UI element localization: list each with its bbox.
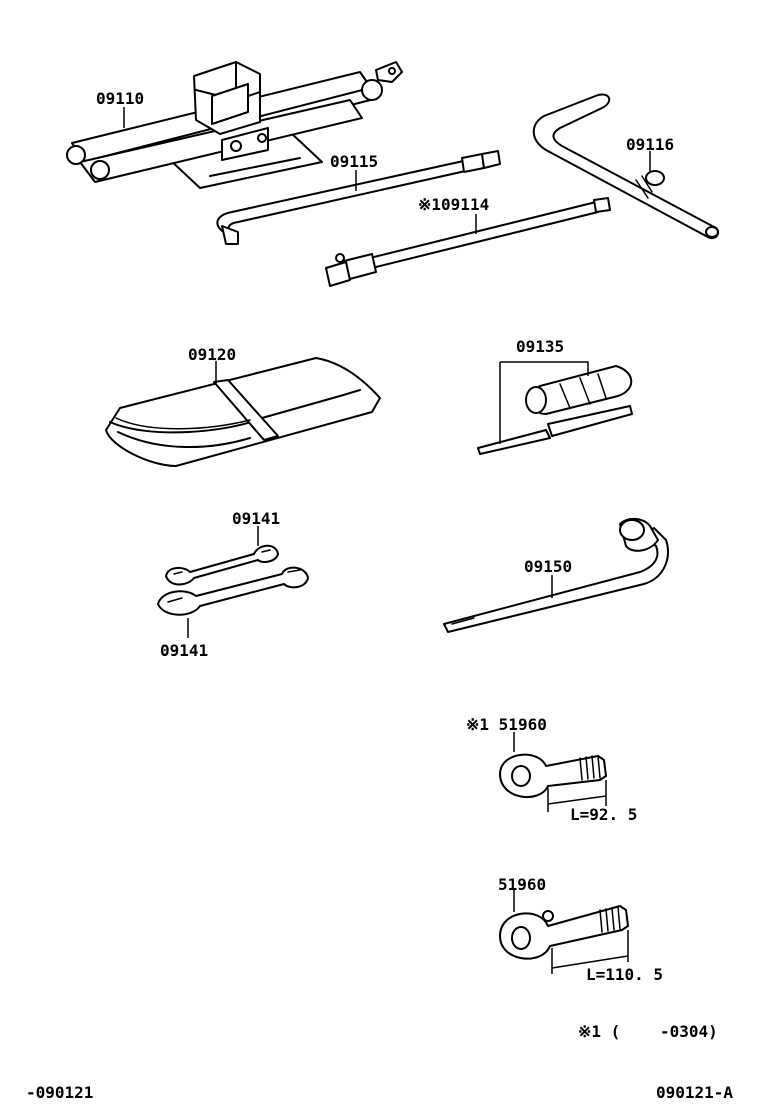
towing-eye-1-drawing [499,753,607,812]
towing-eye-2-length: L=110. 5 [586,965,663,984]
towing-eye-1-label: ※1 51960 [466,715,547,734]
wrench-bottom-drawing [157,566,309,616]
wrench-top-drawing [165,544,279,586]
jack-handle-ext-drawing [325,197,611,287]
tool-bag-drawing [105,357,381,467]
jack-handle-drawing [216,150,501,245]
tool-bag-label: 09120 [188,345,236,364]
wrench-bottom-label: 09141 [160,641,208,660]
jack-handle-label: 09115 [330,152,378,171]
jack-label: 09110 [96,89,144,108]
wheel-wrench-drawing [443,518,669,633]
screwdriver-leader [499,361,589,444]
footnote-range: -0304) [660,1022,718,1041]
footnote-mark: ※1 ( [578,1022,620,1041]
footer-left-code: -090121 [26,1083,93,1102]
jack-handle-end-drawing [532,93,720,240]
wrench-top-label: 09141 [232,509,280,528]
towing-eye-1-length: L=92. 5 [570,805,637,824]
screwdriver-label: 09135 [516,337,564,356]
jack-handle-end-label: 09116 [626,135,674,154]
jack-drawing [66,61,403,189]
wheel-wrench-label: 09150 [524,557,572,576]
towing-eye-2-drawing [499,905,629,974]
towing-eye-2-label: 51960 [498,875,546,894]
footer-right-code: 090121-A [656,1083,733,1102]
screwdriver-drawing [477,365,633,455]
jack-handle-ext-label: ※109114 [418,195,489,214]
